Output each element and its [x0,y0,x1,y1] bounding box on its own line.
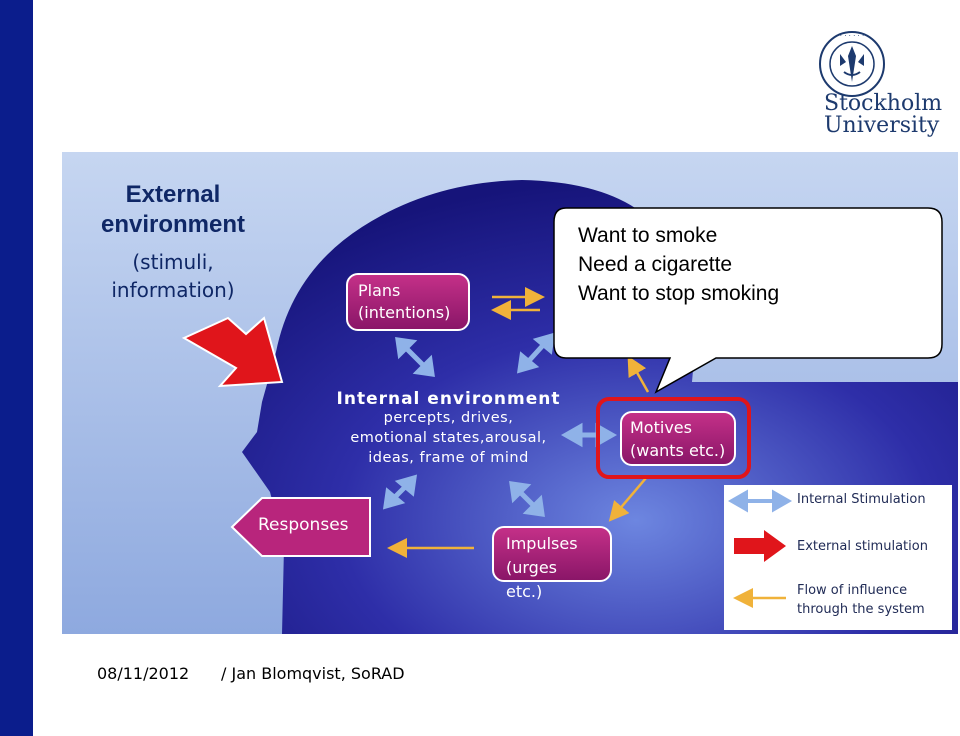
plans-sublabel: (intentions) [358,303,451,322]
legend-flow-line2: through the system [797,602,925,617]
plans-label: Plans [358,281,401,300]
svg-text:· · · · · ·: · · · · · · [840,32,864,40]
university-seal-icon: · · · · · · [819,31,885,97]
callout-line-2: Need a cigarette [578,253,733,276]
footer-author: / Jan Blomqvist, SoRAD [221,664,405,683]
callout-line-1: Want to smoke [578,224,718,247]
plans-node: Plans (intentions) [346,273,470,331]
internal-environment-title: Internal environment [336,389,561,409]
motives-node: Motives (wants etc.) [620,411,736,466]
external-environment-subtitle: (stimuli, information) [78,248,268,304]
external-sub-line1: (stimuli, [132,250,214,274]
legend-internal-stimulation: Internal Stimulation [797,492,926,507]
impulses-sublabel: (urges etc.) [506,558,558,601]
responses-label: Responses [258,515,349,535]
motives-highlight-box [596,397,751,479]
internal-line-1: percepts, drives, [383,410,514,426]
speech-callout [553,207,943,394]
internal-line-2: emotional states,arousal, [350,430,547,446]
legend-flow-line1: Flow of influence [797,583,908,598]
logo-university: University [824,113,940,138]
external-environment-title: External environment [78,180,268,240]
callout-line-3: Want to stop smoking [578,282,780,305]
footer-date: 08/11/2012 [97,664,190,683]
legend-external-stimulation: External stimulation [797,539,928,554]
impulses-label: Impulses [506,534,578,553]
motives-label: Motives [630,418,692,437]
left-accent-bar [0,0,33,736]
external-sub-line2: information) [111,278,235,302]
external-title-line2: environment [100,211,246,238]
impulses-node: Impulses (urges etc.) [492,526,612,601]
internal-line-3: ideas, frame of mind [368,450,529,466]
motives-sublabel: (wants etc.) [630,441,726,460]
logo-stockholm: Stockholm [824,91,943,116]
external-title-line1: External [125,181,221,208]
